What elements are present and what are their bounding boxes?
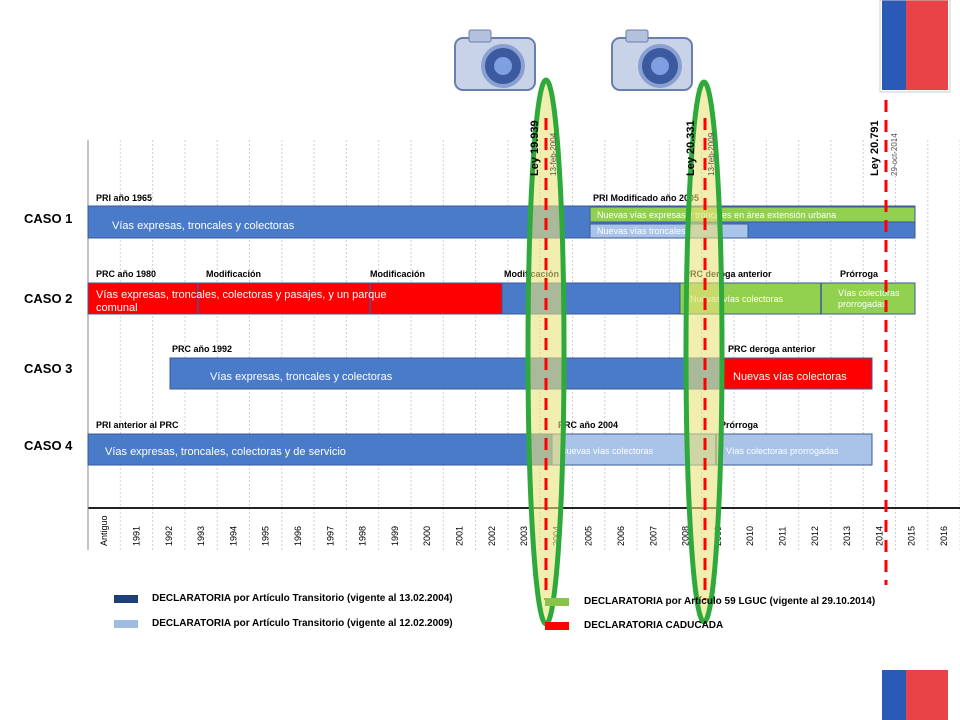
law-name-2: Ley 20.331	[685, 120, 697, 176]
highlight-2009	[683, 79, 725, 625]
bar-text: Vías expresas, troncales, colectoras y p…	[96, 289, 386, 301]
law-name-1: Ley 19.939	[529, 120, 541, 176]
year-label: 2002	[487, 526, 497, 546]
law-date-1: 13-feb-2004	[549, 132, 558, 176]
bar-text: Vías expresas, troncales y colectoras	[112, 220, 295, 232]
year-label: 1995	[261, 526, 271, 546]
legend-item-2: DECLARATORIA por Artículo Transitorio (v…	[152, 618, 453, 629]
period-label: Prórroga	[720, 420, 759, 430]
year-label: 2011	[777, 527, 787, 546]
year-label: 1999	[390, 526, 400, 546]
year-label: 1992	[164, 526, 174, 546]
year-label: 2016	[939, 526, 949, 546]
case-label: CASO 3	[24, 361, 72, 376]
year-label: 2007	[648, 526, 658, 546]
period-label: PRC deroga anterior	[728, 344, 816, 354]
year-label: 2010	[745, 526, 755, 546]
case-label: CASO 2	[24, 291, 72, 306]
year-label: 2008	[681, 526, 691, 546]
year-label: 2013	[842, 526, 852, 546]
case-label: CASO 1	[24, 211, 72, 226]
period-label: Modificación	[370, 269, 425, 279]
law-name-3: Ley 20.791	[869, 120, 881, 176]
period-label: PRC año 2004	[558, 420, 618, 430]
year-label: 2015	[907, 526, 917, 546]
camera-icon	[454, 29, 536, 91]
bar-text: Nuevas vías troncales	[597, 226, 686, 236]
year-label: 1996	[293, 526, 303, 546]
bar-text: Nuevas vías colectoras	[733, 371, 847, 383]
year-label: 2003	[519, 526, 529, 546]
year-label: 1991	[131, 526, 141, 546]
bar-text: Nuevas vías colectoras	[690, 294, 784, 304]
year-label: 2001	[454, 526, 464, 546]
year-label: 2005	[584, 526, 594, 546]
law-date-2: 13-feb-2009	[707, 132, 716, 176]
year-label: 2012	[810, 526, 820, 546]
camera-icon	[611, 29, 693, 91]
period-label: PRC año 1992	[172, 344, 232, 354]
period-label: PRI año 1965	[96, 193, 152, 203]
period-label: Prórroga	[840, 269, 879, 279]
timeline-bar	[723, 357, 873, 390]
year-label: Antiguo	[99, 515, 109, 546]
period-label: PRI anterior al PRC	[96, 420, 179, 430]
timeline-bar	[87, 282, 503, 315]
bar-text: Vías colectoras prorrogadas	[726, 446, 839, 456]
year-label: 1998	[358, 526, 368, 546]
timeline-bar	[589, 206, 916, 223]
bar-text: Nuevas vías colectoras	[560, 446, 654, 456]
bar-text: prorrogadas	[838, 299, 887, 309]
bar-text: Vías expresas, troncales y colectoras	[210, 371, 393, 383]
period-label: PRI Modificado año 2005	[593, 193, 699, 203]
flag-icon-top	[879, 0, 951, 93]
bar-text: comunal	[96, 302, 138, 314]
legend-item-1: DECLARATORIA por Artículo Transitorio (v…	[152, 593, 453, 604]
year-label: 2014	[874, 526, 884, 546]
year-label: 1997	[325, 526, 335, 546]
legend-item-3: DECLARATORIA por Artículo 59 LGUC (vigen…	[584, 596, 875, 607]
law-date-3: 29-oct-2014	[890, 133, 899, 176]
period-label: Modificación	[206, 269, 261, 279]
year-label: 2000	[422, 526, 432, 546]
legend-item-4: DECLARATORIA CADUCADA	[584, 620, 723, 631]
bar-text: Vías expresas, troncales, colectoras y d…	[105, 446, 346, 458]
period-label: PRC año 1980	[96, 269, 156, 279]
year-label: 1993	[196, 526, 206, 546]
period-label: PRC deroga anterior	[684, 269, 772, 279]
flag-icon-bottom	[882, 670, 948, 720]
year-label: 1994	[228, 526, 238, 546]
bar-text: Vías colectoras	[838, 288, 900, 298]
case-label: CASO 4	[24, 438, 73, 453]
legend: DECLARATORIA por Artículo Transitorio (v…	[114, 593, 875, 631]
year-label: 2006	[616, 526, 626, 546]
